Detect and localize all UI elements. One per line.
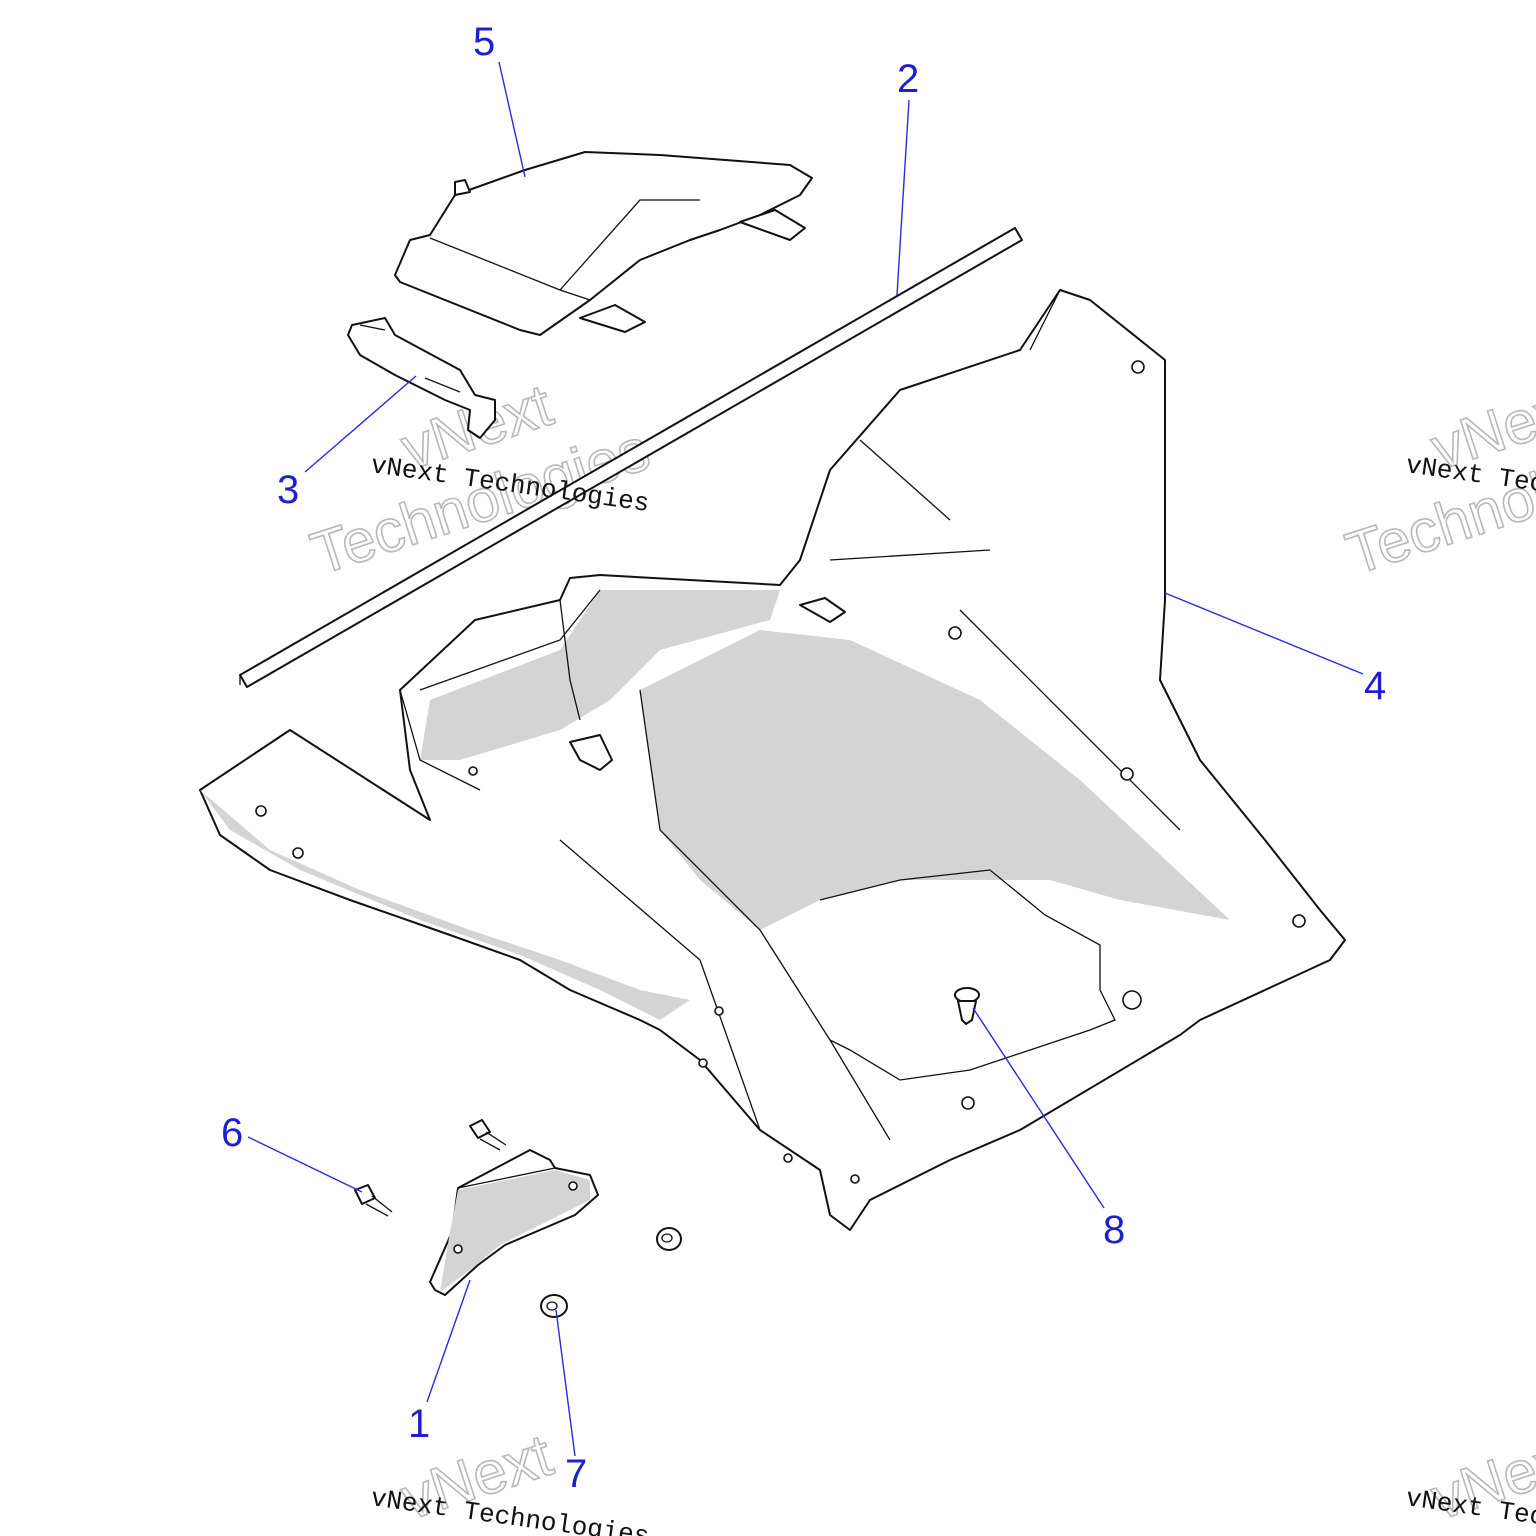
leader-2 bbox=[896, 99, 910, 296]
part-1-bracket-plate bbox=[429, 1149, 599, 1296]
callout-5: 5 bbox=[473, 20, 495, 64]
callout-4: 4 bbox=[1364, 664, 1386, 708]
part-6-bolt bbox=[354, 1119, 507, 1217]
part-2-seal-strip bbox=[239, 227, 1023, 688]
callout-1: 1 bbox=[408, 1402, 430, 1446]
callout-8: 8 bbox=[1103, 1208, 1125, 1252]
part-7-nut bbox=[540, 1227, 682, 1318]
callout-7: 7 bbox=[565, 1452, 587, 1496]
leader-lines bbox=[247, 61, 1364, 1457]
callout-labels: 5 2 3 4 6 1 7 8 bbox=[221, 20, 1386, 1496]
part-3-latch-strap bbox=[347, 317, 496, 439]
callout-3: 3 bbox=[277, 468, 299, 512]
leader-4 bbox=[1164, 592, 1364, 675]
part-8-push-fastener bbox=[954, 987, 980, 1025]
leader-7 bbox=[555, 1309, 576, 1457]
leader-6 bbox=[247, 1136, 363, 1193]
leader-3 bbox=[304, 375, 417, 473]
leader-5 bbox=[498, 61, 526, 178]
callout-2: 2 bbox=[897, 57, 919, 101]
part-5-cover-panel bbox=[394, 151, 813, 336]
leader-1 bbox=[426, 1279, 471, 1403]
part-4-floor-panel bbox=[199, 289, 1346, 1231]
leader-8 bbox=[972, 1007, 1105, 1209]
callout-6: 6 bbox=[221, 1111, 243, 1155]
